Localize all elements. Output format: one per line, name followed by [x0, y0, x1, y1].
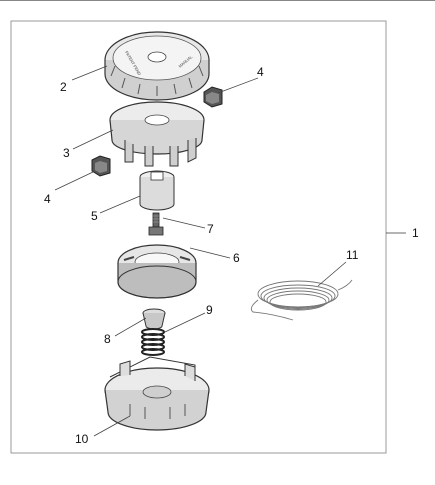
callout-11: 11 [346, 248, 359, 262]
part-7-bolt [148, 212, 164, 236]
callout-1: 1 [412, 226, 419, 240]
part-2-cover-cap: PATENT PEND MANUAL [104, 31, 210, 101]
callout-6: 6 [233, 251, 240, 265]
top-rule [0, 0, 435, 1]
leader-lines [54, 65, 406, 437]
callout-9: 9 [206, 303, 213, 317]
part-6-spool [117, 244, 197, 299]
part-9-spring [141, 328, 165, 356]
callout-2: 2 [60, 80, 67, 94]
callout-4-upper: 4 [257, 65, 264, 79]
callout-3: 3 [63, 146, 70, 160]
part-11-trimmer-line-coil [250, 279, 353, 321]
part-5-hub [139, 170, 175, 211]
part-3-housing-top [109, 101, 205, 167]
part-4-latch-upper [203, 86, 223, 108]
callout-7: 7 [207, 222, 214, 236]
part-4-latch-lower [91, 155, 111, 177]
callout-10: 10 [75, 432, 89, 446]
callout-5: 5 [91, 209, 98, 223]
callout-4-lower: 4 [44, 192, 51, 206]
assembly-frame [10, 20, 387, 454]
callout-8: 8 [104, 332, 111, 346]
part-10-housing-bottom [104, 356, 210, 431]
part-8-eyelet-cap [142, 308, 166, 330]
